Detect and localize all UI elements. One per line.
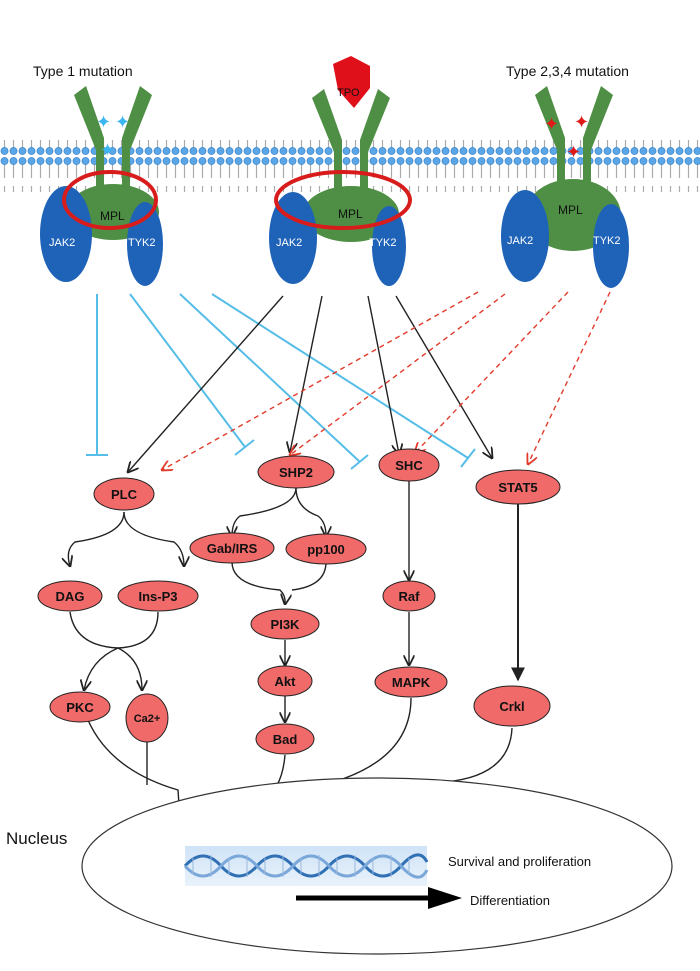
node-ins-p3: Ins-P3: [117, 580, 199, 612]
mutant-activation-arrows: [162, 291, 611, 470]
activation-arrows: [128, 295, 492, 472]
svg-text:DAG: DAG: [56, 589, 85, 604]
tpo-ligand: [333, 56, 370, 108]
type234-mutation-label: Type 2,3,4 mutation: [506, 63, 629, 79]
signaling-nodes: PLC SHP2 SHC STAT5 Gab/IRS pp100 DAG In: [37, 448, 561, 755]
mpl-label: MPL: [338, 207, 363, 221]
svg-text:Ca2+: Ca2+: [134, 713, 161, 725]
node-raf: Raf: [382, 580, 436, 612]
svg-text:Ins-P3: Ins-P3: [138, 589, 177, 604]
tyk2-label: TYK2: [593, 235, 621, 247]
differentiation-arrowhead: [428, 887, 462, 909]
survival-proliferation-label: Survival and proliferation: [448, 854, 591, 869]
jak2-kinase: [501, 190, 549, 282]
svg-text:PLC: PLC: [111, 487, 138, 502]
type234-star-markers: ✦: [544, 114, 559, 134]
type1-star-markers: ✦: [115, 112, 130, 132]
svg-text:Raf: Raf: [399, 589, 421, 604]
node-pkc: PKC: [49, 691, 111, 723]
node-bad: Bad: [255, 723, 315, 755]
svg-text:PI3K: PI3K: [271, 617, 301, 632]
node-mapk: MAPK: [374, 666, 448, 698]
svg-text:MAPK: MAPK: [392, 675, 431, 690]
node-ca2: Ca2+: [125, 693, 169, 743]
node-pi3k: PI3K: [250, 608, 320, 640]
node-stat5: STAT5: [475, 469, 561, 505]
tyk2-kinase: [593, 204, 629, 288]
mpl-label: MPL: [558, 203, 583, 217]
tyk2-kinase: [372, 206, 406, 286]
node-shp2: SHP2: [257, 455, 335, 489]
node-akt: Akt: [257, 665, 313, 697]
nucleus-label: Nucleus: [6, 829, 67, 848]
svg-text:PKC: PKC: [66, 700, 94, 715]
svg-text:SHC: SHC: [395, 458, 423, 473]
inhibition-lines: [86, 293, 476, 470]
node-crkl: Crkl: [473, 685, 551, 727]
type234-star-markers: ✦: [566, 142, 581, 162]
jak2-kinase: [40, 186, 92, 282]
type234-star-markers: ✦: [574, 112, 589, 132]
dna-helix-icon: [183, 846, 429, 886]
highlight-ring: [274, 170, 412, 230]
svg-text:Gab/IRS: Gab/IRS: [207, 541, 258, 556]
differentiation-label: Differentiation: [470, 893, 550, 908]
node-plc: PLC: [93, 477, 155, 511]
tpo-label: TPO: [337, 87, 360, 99]
svg-text:Bad: Bad: [273, 732, 298, 747]
receptor-type1: MPL JAK2 TYK2 ✦ ✦ ✦: [40, 86, 163, 286]
tyk2-label: TYK2: [369, 237, 397, 249]
node-shc: SHC: [378, 448, 440, 482]
mpl-label: MPL: [100, 209, 125, 223]
jak2-label: JAK2: [507, 235, 533, 247]
receptor-type234: MPL JAK2 TYK2 ✦ ✦ ✦: [501, 86, 629, 288]
tyk2-label: TYK2: [128, 237, 156, 249]
type1-star-markers: ✦: [96, 112, 111, 132]
jak2-kinase: [269, 192, 317, 284]
jak2-label: JAK2: [276, 237, 302, 249]
svg-text:STAT5: STAT5: [498, 480, 537, 495]
node-pp100: pp100: [285, 533, 367, 565]
jak2-label: JAK2: [49, 237, 75, 249]
type1-star-markers: ✦: [100, 140, 115, 160]
svg-text:pp100: pp100: [307, 542, 345, 557]
svg-text:Crkl: Crkl: [499, 699, 524, 714]
pathway-connectors: [68, 480, 513, 822]
svg-text:SHP2: SHP2: [279, 465, 313, 480]
type1-mutation-label: Type 1 mutation: [33, 63, 133, 79]
highlight-ring: [62, 170, 158, 230]
node-gab-irs: Gab/IRS: [189, 532, 275, 564]
receptor-wildtype: MPL JAK2 TYK2 TPO: [269, 56, 412, 286]
svg-text:Akt: Akt: [275, 674, 297, 689]
node-dag: DAG: [37, 580, 103, 612]
